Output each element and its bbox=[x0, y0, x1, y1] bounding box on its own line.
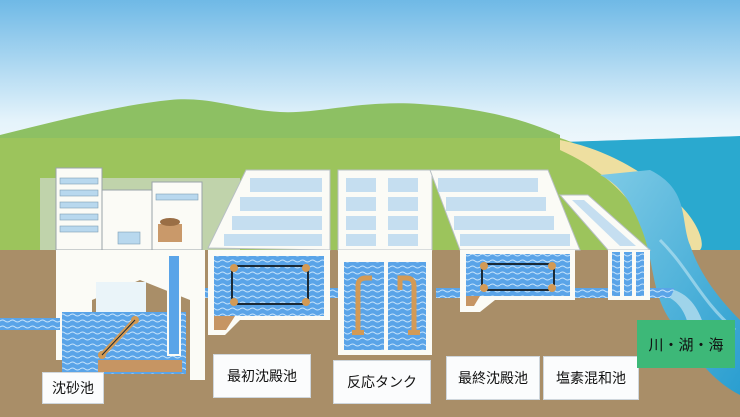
label-primary-settling: 最初沈殿池 bbox=[213, 354, 311, 398]
primary-settling-tank bbox=[207, 169, 331, 335]
label-reaction-tank: 反応タンク bbox=[333, 360, 431, 404]
grit-chamber bbox=[40, 167, 240, 380]
label-final-settling: 最終沈殿池 bbox=[446, 356, 540, 400]
label-chlorine-contact: 塩素混和池 bbox=[543, 356, 639, 400]
final-settling-tank bbox=[429, 169, 581, 312]
inflow-pipe bbox=[0, 318, 60, 330]
label-grit-chamber: 沈砂池 bbox=[42, 372, 104, 404]
pipe-3 bbox=[436, 288, 460, 298]
pipe-2 bbox=[325, 288, 345, 298]
chlorine-contact-tank bbox=[558, 194, 652, 300]
pipe-5 bbox=[650, 288, 674, 298]
pipe-4 bbox=[572, 288, 612, 298]
label-outflow-destination: 川・湖・海 bbox=[637, 320, 735, 368]
reaction-tank bbox=[337, 169, 433, 355]
